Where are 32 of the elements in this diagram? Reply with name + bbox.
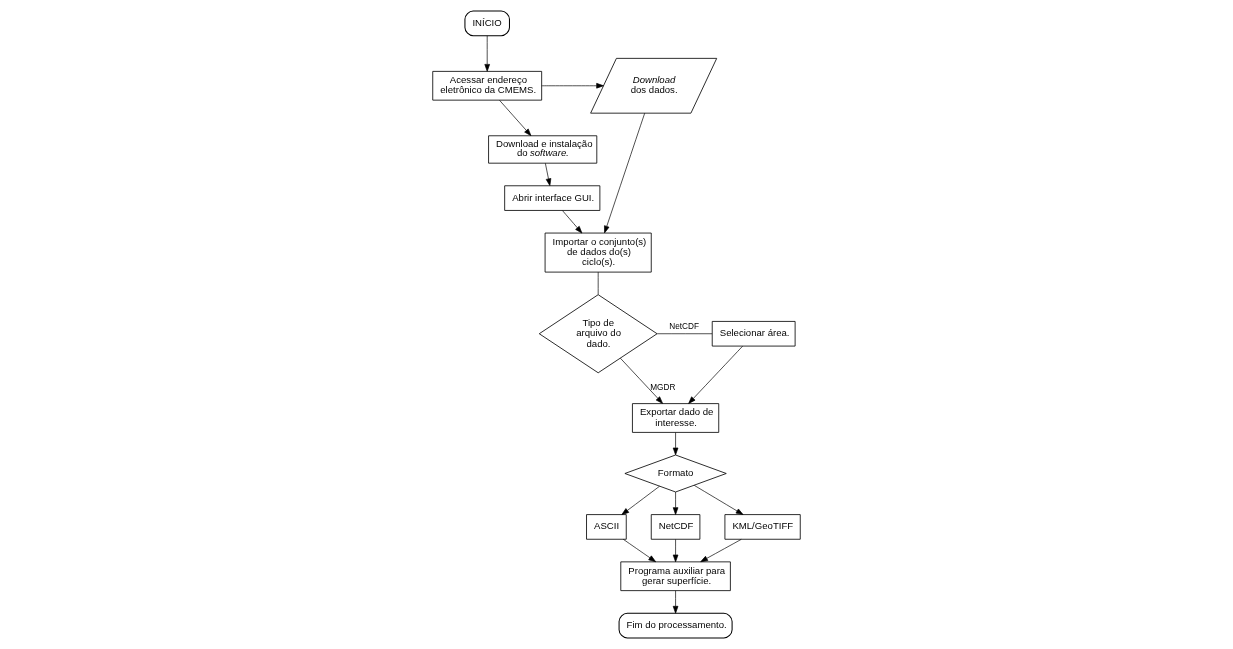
node-box: KML/GeoTIFF xyxy=(724,514,801,540)
node-box: Programa auxiliar para gerar superfície. xyxy=(620,561,731,592)
node-box: Exportar dado de interesse. xyxy=(632,403,720,433)
arrow xyxy=(621,485,660,515)
arrow xyxy=(672,491,679,515)
node-box: Abrir interface GUI. xyxy=(504,185,601,211)
arrow xyxy=(672,539,679,563)
arrow xyxy=(622,539,656,563)
node-box: Fim do processamento. xyxy=(618,612,733,639)
node-box: Selecionar área. xyxy=(711,321,796,347)
node-box: INÍCIO xyxy=(464,10,510,37)
node-box: NetCDF xyxy=(650,514,701,540)
arrow xyxy=(693,485,744,515)
arrow xyxy=(562,210,583,234)
node-box: Acessar endereço eletrônico da CMEMS. xyxy=(432,70,543,101)
node-diamond: Formato xyxy=(624,454,727,493)
node-box: Importar o conjunto(s) de dados do(s) ciclo(s). xyxy=(544,232,652,273)
arrow xyxy=(604,112,646,234)
arrow xyxy=(541,83,604,89)
node-box: ASCII xyxy=(586,514,627,540)
arrow xyxy=(484,35,490,72)
connector xyxy=(597,271,599,295)
connector xyxy=(656,333,713,335)
arrow xyxy=(620,357,663,404)
node-box: Download e instalação do software. xyxy=(488,135,598,164)
arrow xyxy=(545,163,552,186)
arrow xyxy=(700,539,742,563)
arrow xyxy=(672,432,679,456)
arrow xyxy=(672,590,679,614)
node-diamond: Tipo de arquivo do dado. xyxy=(538,294,658,374)
arrow xyxy=(688,345,743,404)
arrow xyxy=(499,99,532,136)
